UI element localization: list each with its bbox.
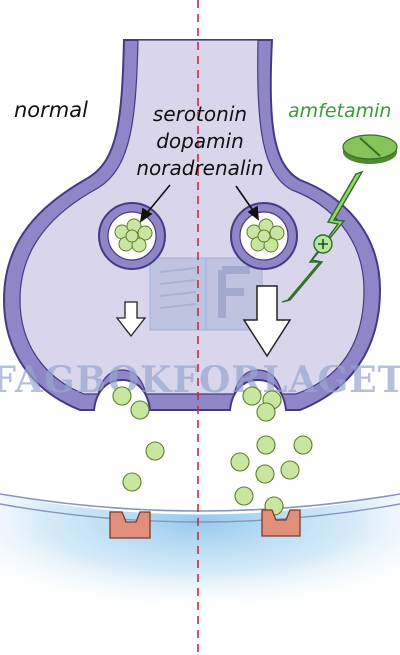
transmitter-label-noradrenalin: noradrenalin — [136, 156, 263, 180]
normal-release-arrow — [115, 301, 147, 338]
watermark-text: FAGBOKFORLAGET — [0, 359, 400, 401]
normal-label: normal — [14, 98, 88, 122]
amphetamine-pill-icon — [342, 134, 398, 164]
lightning-icon — [281, 170, 364, 303]
receptor-right — [261, 509, 301, 537]
transmitter-label-dopamin: dopamin — [156, 129, 244, 153]
label-pointer-arrows — [139, 184, 259, 223]
vesicle-right — [230, 202, 298, 270]
watermark-logo — [149, 257, 263, 331]
transmitter-label-serotonin: serotonin — [153, 102, 247, 126]
postsynaptic-region — [0, 493, 400, 628]
amfetamin-label: amfetamin — [288, 100, 391, 122]
vesicle-left — [98, 202, 166, 270]
receptor-left — [109, 511, 151, 539]
amphetamine-release-arrow — [242, 285, 292, 358]
terminal-cytoplasm — [19, 39, 365, 395]
vesicle-transmitter-cluster — [114, 218, 153, 253]
